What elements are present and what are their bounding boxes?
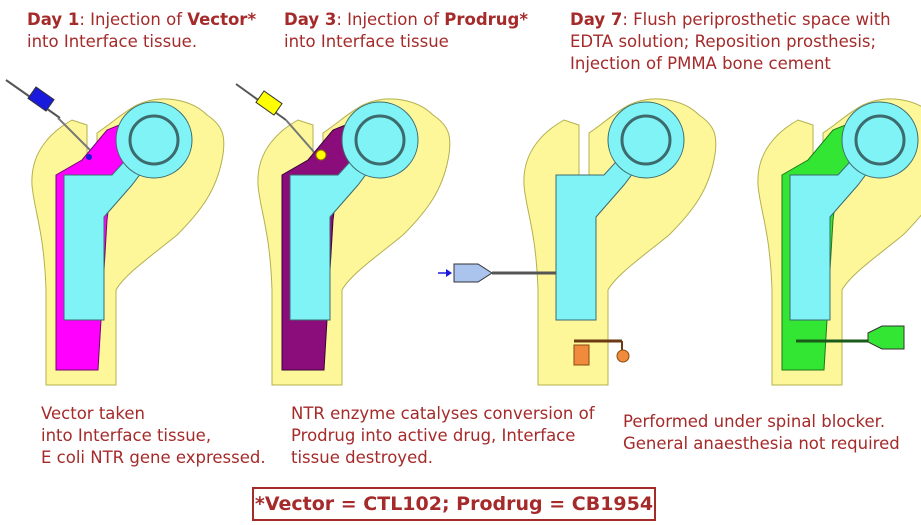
vector-syringe-icon xyxy=(5,79,91,151)
note-3: Performed under spinal blocker. General … xyxy=(623,411,900,455)
panel-2-femur xyxy=(257,98,451,386)
step-2-bold: Prodrug* xyxy=(444,10,528,29)
step-3-line3: Injection of PMMA bone cement xyxy=(570,54,831,73)
panel-1-femur xyxy=(31,98,225,386)
step-3-line2: EDTA solution; Reposition prosthesis; xyxy=(570,32,877,51)
note-2-line-3: tissue destroyed. xyxy=(291,448,433,467)
step-3-day: Day 7 xyxy=(570,10,623,29)
note-3-line-2: General anaesthesia not required xyxy=(623,434,900,453)
step-2-text: : Injection of xyxy=(336,10,445,29)
panel-3-femur xyxy=(523,98,717,386)
step-3-caption: Day 7: Flush periprosthetic space with E… xyxy=(570,9,891,75)
flush-fluid xyxy=(573,344,590,366)
cement-syringe-icon xyxy=(796,325,905,350)
step-1-line2: into Interface tissue. xyxy=(27,32,198,51)
flush-inflow-syringe-icon xyxy=(438,263,556,283)
step-1-day: Day 1 xyxy=(27,10,80,29)
note-1-line-1: Vector taken xyxy=(41,404,145,423)
panel-4-femur xyxy=(757,98,921,386)
step-2-day: Day 3 xyxy=(284,10,337,29)
note-1: Vector taken into Interface tissue, E co… xyxy=(41,403,266,469)
step-3-text: : Flush periprosthetic space with xyxy=(622,10,891,29)
note-2-line-1: NTR enzyme catalyses conversion of xyxy=(291,404,595,423)
step-1-text: : Injection of xyxy=(79,10,188,29)
note-1-line-2: into Interface tissue, xyxy=(41,426,212,445)
step-2-caption: Day 3: Injection of Prodrug* into Interf… xyxy=(284,9,528,53)
flush-outflow-drain-icon xyxy=(574,339,630,363)
note-1-line-3: E coli NTR gene expressed. xyxy=(41,448,266,467)
prodrug-syringe-icon xyxy=(235,83,315,153)
footer-definitions: *Vector = CTL102; Prodrug = CB1954 xyxy=(252,487,656,521)
note-3-line-1: Performed under spinal blocker. xyxy=(623,412,886,431)
step-1-bold: Vector* xyxy=(187,10,257,29)
step-1-caption: Day 1: Injection of Vector* into Interfa… xyxy=(27,9,256,53)
note-2-line-2: Prodrug into active drug, Interface xyxy=(291,426,576,445)
note-2: NTR enzyme catalyses conversion of Prodr… xyxy=(291,403,595,469)
step-2-line2: into Interface tissue xyxy=(284,32,449,51)
